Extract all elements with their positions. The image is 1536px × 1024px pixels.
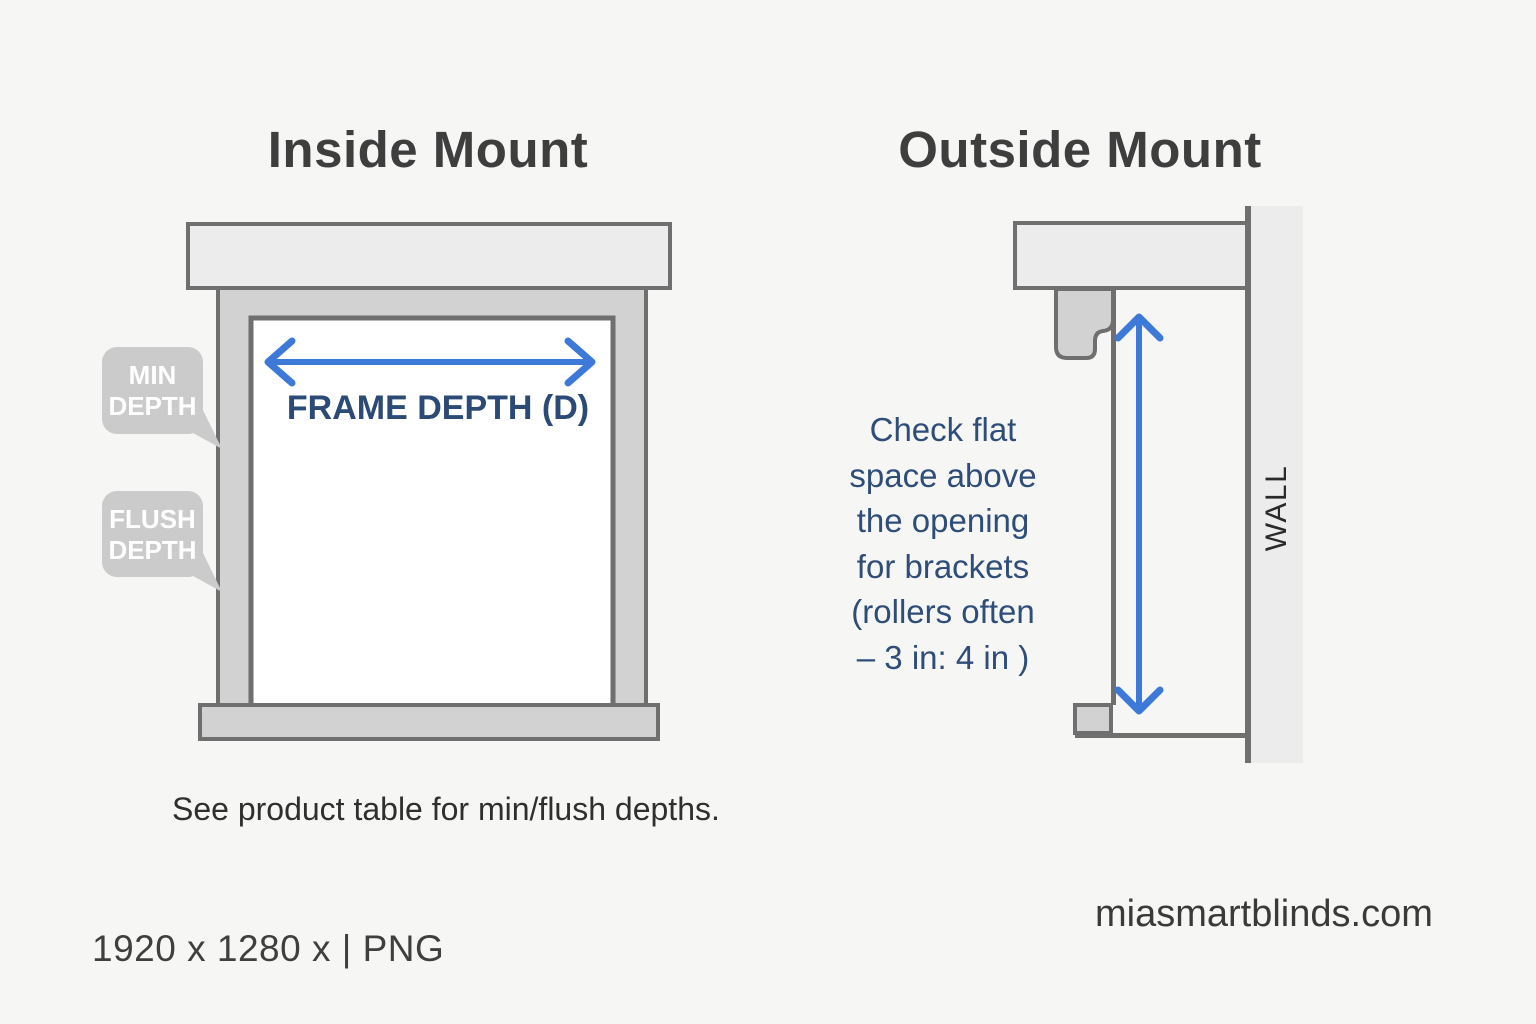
wall-edge-line bbox=[1245, 206, 1251, 763]
outside-mount-note: Check flat space above the opening for b… bbox=[773, 407, 1113, 680]
note-line: Check flat bbox=[869, 411, 1017, 448]
flush-depth-bubble bbox=[102, 491, 203, 577]
horizontal-double-arrow-icon bbox=[264, 337, 596, 387]
wall-surface bbox=[1251, 206, 1303, 763]
outside-mount-title: Outside Mount bbox=[898, 121, 1262, 178]
wall-label: WALL bbox=[1260, 464, 1293, 552]
note-line: the opening bbox=[856, 502, 1030, 539]
note-line: for brackets bbox=[856, 547, 1030, 585]
flush-depth-label: FLUSH DEPTH bbox=[102, 496, 203, 574]
min-depth-label-line1: MIN bbox=[128, 360, 177, 390]
min-depth-bubble bbox=[102, 347, 203, 434]
outside-sill-line bbox=[1075, 733, 1247, 738]
note-line: space above bbox=[849, 456, 1037, 494]
inside-window-opening bbox=[248, 315, 616, 712]
inside-sill-bar bbox=[198, 703, 660, 741]
flush-depth-label-line1: FLUSH bbox=[109, 504, 196, 534]
note-line: – 3 in: 4 in ) bbox=[856, 638, 1030, 676]
inside-mount-drawing bbox=[102, 222, 672, 741]
window-frame-face-line bbox=[1111, 288, 1116, 705]
vertical-double-arrow-icon bbox=[1114, 313, 1164, 715]
mounting-bracket bbox=[1054, 287, 1115, 360]
product-table-caption: See product table for min/flush depths. bbox=[172, 791, 720, 827]
outside-mount-drawing bbox=[1013, 206, 1303, 763]
image-dimensions-text: 1920 x 1280 x | PNG bbox=[92, 928, 445, 969]
inside-lintel-bar bbox=[186, 222, 672, 290]
min-depth-label-line2: DEPTH bbox=[108, 391, 197, 421]
inside-mount-title: Inside Mount bbox=[267, 121, 589, 178]
frame-depth-label: FRAME DEPTH (D) bbox=[286, 389, 590, 427]
outside-lintel-bar bbox=[1013, 221, 1249, 290]
website-text: miasmartblinds.com bbox=[1095, 893, 1433, 935]
note-line: (rollers often bbox=[851, 593, 1035, 630]
min-depth-label: MIN DEPTH bbox=[102, 352, 203, 430]
flush-depth-label-line2: DEPTH bbox=[108, 535, 197, 565]
outside-sill-block bbox=[1073, 703, 1113, 735]
